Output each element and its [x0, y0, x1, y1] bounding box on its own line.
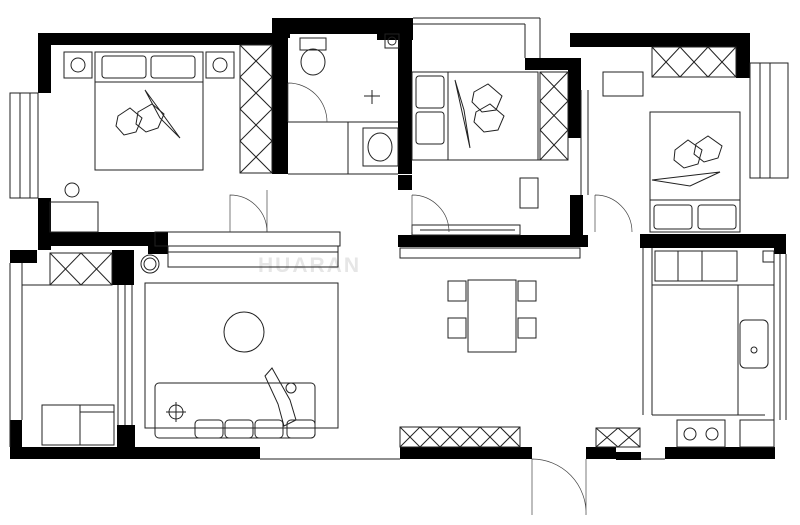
middle-bed — [411, 71, 539, 209]
wardrobes — [49, 44, 737, 448]
master-bed — [94, 51, 204, 171]
watermark-text: HUARAN — [258, 254, 361, 277]
dressing-table — [49, 182, 99, 233]
walls — [10, 18, 786, 460]
nightstands — [63, 51, 235, 79]
bathroom-fixtures — [299, 33, 400, 174]
kitchen-fixtures — [654, 250, 775, 448]
living-room-furniture — [140, 254, 339, 439]
doors — [229, 82, 633, 516]
washer — [41, 404, 115, 446]
dining-table — [447, 279, 537, 353]
right-bed — [602, 71, 741, 233]
